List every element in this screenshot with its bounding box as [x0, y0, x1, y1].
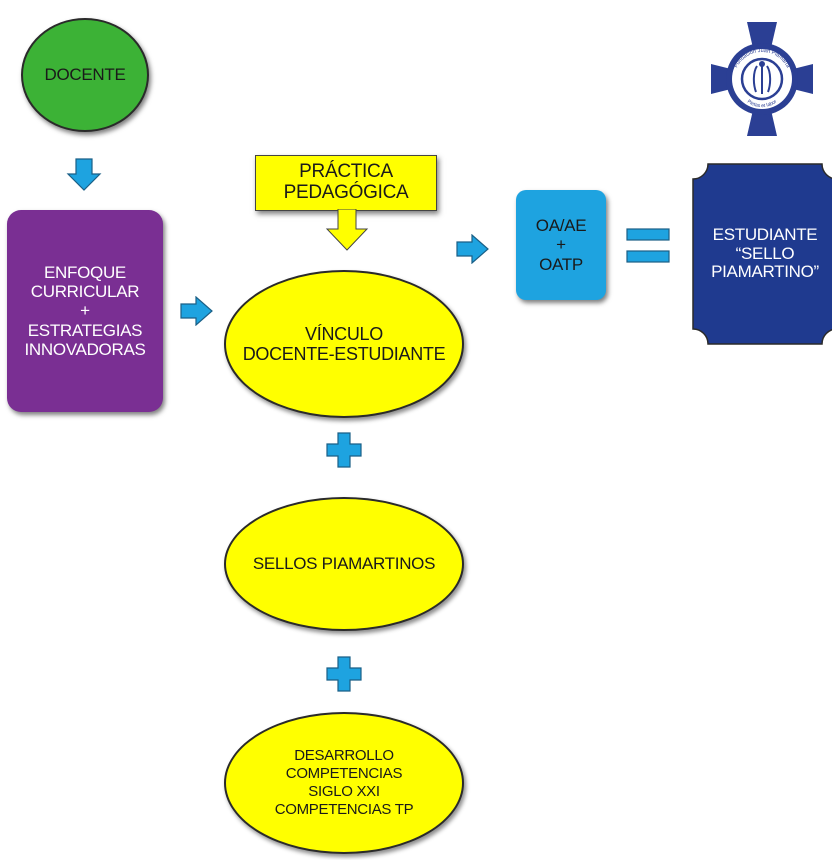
- sellos-label: SELLOS PIAMARTINOS: [252, 554, 436, 574]
- sellos-piamartinos-node: SELLOS PIAMARTINOS: [224, 497, 464, 631]
- enfoque-curricular-node: ENFOQUE CURRICULAR + ESTRATEGIAS INNOVAD…: [7, 210, 163, 412]
- arrow-right-icon: [180, 296, 213, 326]
- arrow-right-icon: [456, 234, 489, 264]
- oa-ae-oatp-node: OA/AE + OATP: [516, 190, 606, 300]
- docente-node: DOCENTE: [21, 18, 149, 132]
- equals-icon: [626, 228, 670, 263]
- vinculo-node: VÍNCULO DOCENTE-ESTUDIANTE: [224, 270, 464, 418]
- desarrollo-competencias-node: DESARROLLO COMPETENCIAS SIGLO XXI COMPET…: [224, 712, 464, 854]
- enfoque-label: ENFOQUE CURRICULAR + ESTRATEGIAS INNOVAD…: [24, 263, 146, 359]
- oa-label: OA/AE + OATP: [535, 215, 587, 274]
- practica-label: PRÁCTICA PEDAGÓGICA: [283, 161, 409, 203]
- plus-icon: [326, 656, 362, 692]
- estudiante-label: ESTUDIANTE “SELLO PIAMARTINO”: [711, 224, 819, 282]
- plaque-shape: [692, 163, 832, 345]
- plus-icon: [326, 432, 362, 468]
- svg-text:Pietas et labor: Pietas et labor: [746, 99, 778, 110]
- arrow-down-icon: [66, 158, 102, 191]
- callout-arrow-icon: [325, 209, 369, 251]
- desarrollo-label: DESARROLLO COMPETENCIAS SIGLO XXI COMPET…: [274, 747, 414, 818]
- docente-label: DOCENTE: [44, 65, 126, 85]
- estudiante-sello-node: ESTUDIANTE “SELLO PIAMARTINO”: [692, 163, 832, 345]
- vinculo-label: VÍNCULO DOCENTE-ESTUDIANTE: [242, 323, 446, 364]
- fundacion-logo-icon: Fundación Juan Piamarta Pietas et labor: [711, 22, 813, 136]
- practica-pedagogica-node: PRÁCTICA PEDAGÓGICA: [255, 155, 437, 211]
